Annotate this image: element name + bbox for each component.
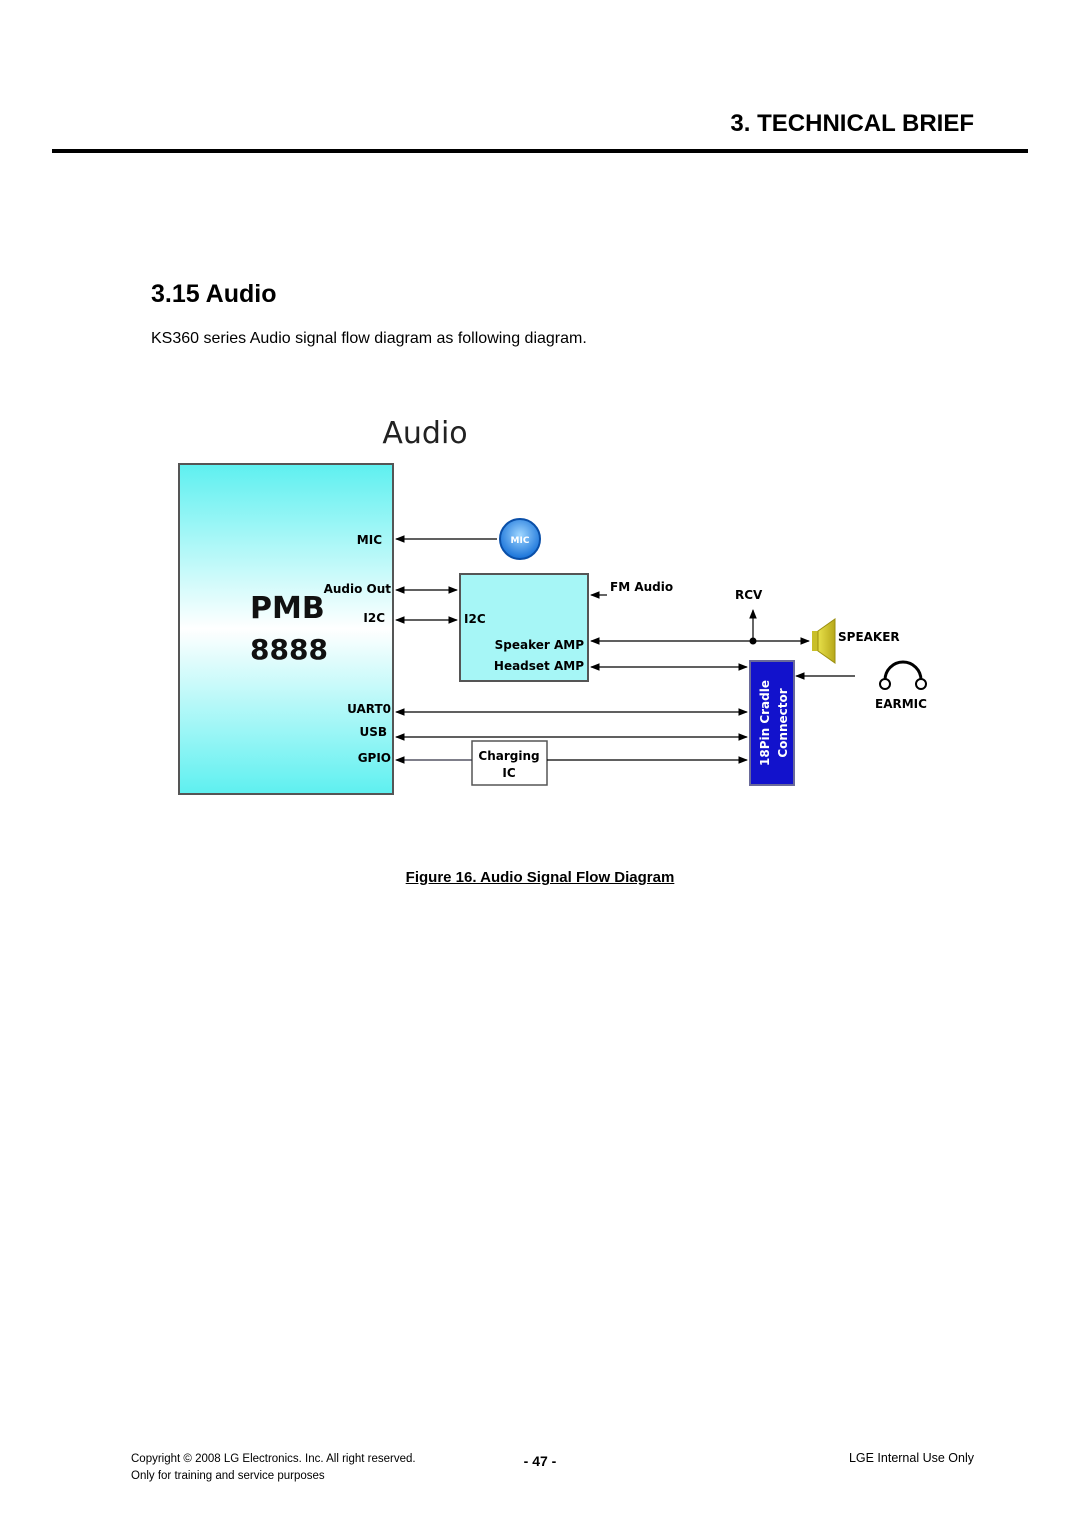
mic-icon-label: MIC	[511, 536, 530, 546]
earpiece-right	[915, 678, 927, 690]
diagram-title: Audio	[382, 416, 467, 451]
pin-gpio: GPIO	[358, 751, 391, 765]
connector-line1: 18Pin Cradle	[758, 680, 772, 766]
mic-icon	[499, 518, 541, 560]
pin-uart0: UART0	[347, 702, 391, 716]
header-rule	[52, 149, 1028, 153]
speaker-label: SPEAKER	[838, 630, 900, 644]
figure-caption: Figure 16. Audio Signal Flow Diagram	[405, 869, 675, 886]
fm-audio-label: FM Audio	[610, 580, 673, 594]
amp-headset-amp: Headset AMP	[494, 659, 584, 673]
charging-ic	[471, 740, 548, 786]
speaker-icon-body	[812, 631, 818, 651]
footer-copyright: Copyright © 2008 LG Electronics. Inc. Al…	[131, 1453, 416, 1465]
rcv-label: RCV	[735, 588, 763, 602]
footer-internal: LGE Internal Use Only	[848, 1451, 974, 1465]
amp-block	[459, 573, 589, 682]
earmic-label: EARMIC	[875, 697, 927, 711]
cradle-connector	[749, 660, 795, 786]
section-title: 3.15 Audio	[151, 280, 277, 308]
chapter-title: 3. TECHNICAL BRIEF	[730, 110, 974, 137]
headphone-icon	[883, 660, 923, 681]
charging-line1: Charging	[478, 749, 539, 763]
pin-mic: MIC	[357, 533, 382, 547]
section-intro: KS360 series Audio signal flow diagram a…	[151, 330, 587, 347]
chip-name: PMB	[250, 591, 325, 626]
earpiece-left	[879, 678, 891, 690]
pmb-chip	[178, 463, 394, 795]
amp-i2c: I2C	[464, 612, 486, 626]
pin-i2c: I2C	[363, 611, 385, 625]
connector-line2: Connector	[776, 688, 790, 757]
speaker-icon	[817, 618, 836, 664]
chip-number: 8888	[250, 633, 328, 666]
footer-left: Copyright © 2008 LG Electronics. Inc. Al…	[131, 1451, 416, 1485]
pin-usb: USB	[359, 725, 387, 739]
footer-purpose: Only for training and service purposes	[131, 1470, 325, 1482]
amp-speaker-amp: Speaker AMP	[495, 638, 585, 652]
charging-line2: IC	[502, 766, 515, 780]
audio-signal-flow-diagram: Audio PMB 8888 MIC Audio Out I2C UART0 U…	[178, 416, 927, 795]
pin-audio-out: Audio Out	[324, 582, 392, 596]
page-number: - 47 -	[523, 1453, 557, 1469]
